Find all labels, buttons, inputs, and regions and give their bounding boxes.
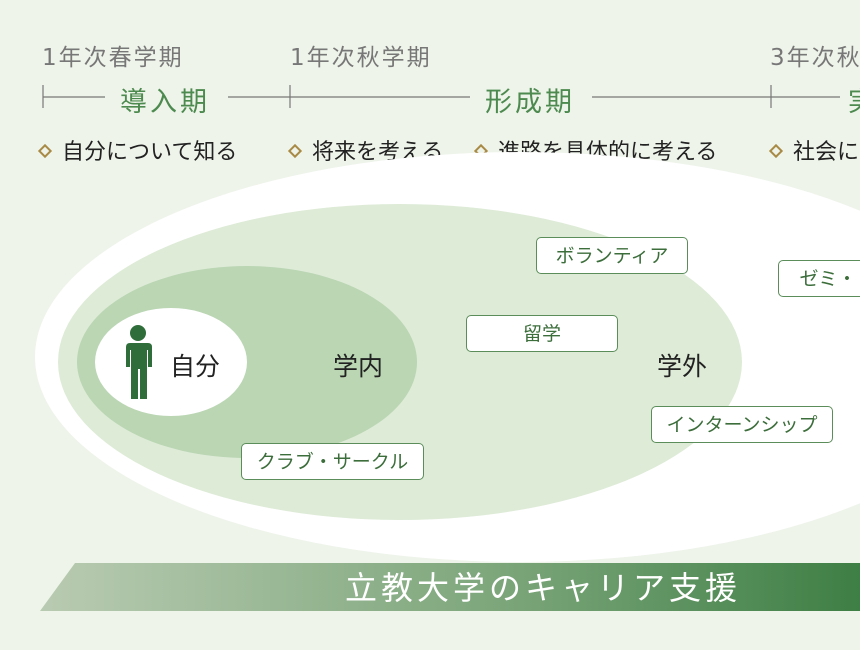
phase-label-formation: 形成期 bbox=[485, 87, 575, 118]
phase-label-introduction: 導入期 bbox=[120, 87, 210, 118]
timeline-lines bbox=[42, 85, 840, 108]
term-label-1-spring: 1年次春学期 bbox=[42, 45, 184, 71]
goal-society: 社会に bbox=[768, 134, 860, 166]
banner-title: 立教大学のキャリア支援 bbox=[345, 569, 742, 607]
zone-label-off-campus: 学外 bbox=[657, 352, 708, 381]
term-label-1-autumn: 1年次秋学期 bbox=[290, 45, 432, 71]
tag-volunteer: ボランティア bbox=[536, 237, 688, 274]
tag-study-abroad: 留学 bbox=[466, 315, 618, 352]
zone-label-on-campus: 学内 bbox=[333, 352, 384, 381]
banner-shape bbox=[40, 563, 860, 611]
tag-club: クラブ・サークル bbox=[241, 443, 424, 480]
goal-label: 自分について知る bbox=[62, 140, 238, 165]
goal-know-yourself: 自分について知る bbox=[37, 134, 238, 166]
term-label-3-autumn: 3年次秋 bbox=[770, 45, 860, 71]
goal-label: 社会に bbox=[793, 140, 860, 165]
tag-seminar: ゼミ・ bbox=[778, 260, 860, 297]
zone-label-self: 自分 bbox=[170, 352, 221, 381]
person-icon bbox=[126, 325, 152, 399]
tag-internship: インターンシップ bbox=[651, 406, 833, 443]
phase-label-third: 実 bbox=[848, 80, 860, 119]
